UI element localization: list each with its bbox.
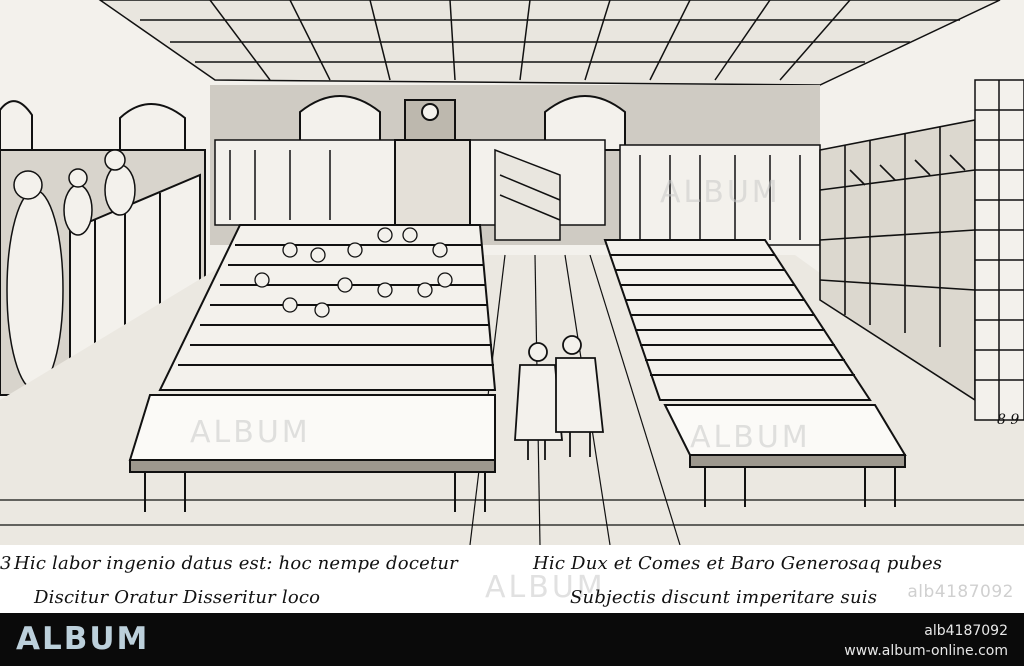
seated-students (254, 227, 453, 318)
right-benches (603, 239, 907, 507)
tiled-stove (974, 79, 1024, 421)
gallery-spectators (6, 149, 136, 391)
caption-left-number: 3 (0, 553, 12, 574)
footer-bar: ALBUM alb4187092 www.album-online.com (0, 613, 1024, 666)
album-logo: ALBUM (16, 621, 150, 657)
caption-left-line-2: Discitur Oratur Disseritur loco (34, 587, 321, 608)
lectern-pulpit (394, 99, 471, 231)
staircase (494, 148, 561, 241)
footer-image-id: alb4187092 (924, 623, 1008, 639)
engraving-lecture-hall (0, 0, 1024, 545)
caption-right-line-2: Subjectis discunt imperitare suis (570, 587, 878, 608)
image-id-watermark: alb4187092 (907, 582, 1014, 602)
coffered-ceiling (98, 0, 1001, 86)
arched-doorways (0, 95, 626, 151)
plate-numbers: 8 9 (997, 412, 1020, 428)
footer-url: www.album-online.com (844, 643, 1008, 659)
caption-right-line-1: Hic Dux et Comes et Baro Generosaq pubes (533, 553, 943, 574)
caption-left-line-1: Hic labor ingenio datus est: hoc nempe d… (14, 553, 458, 574)
two-standing-figures (514, 335, 605, 460)
engraving-drawing (0, 0, 1024, 545)
